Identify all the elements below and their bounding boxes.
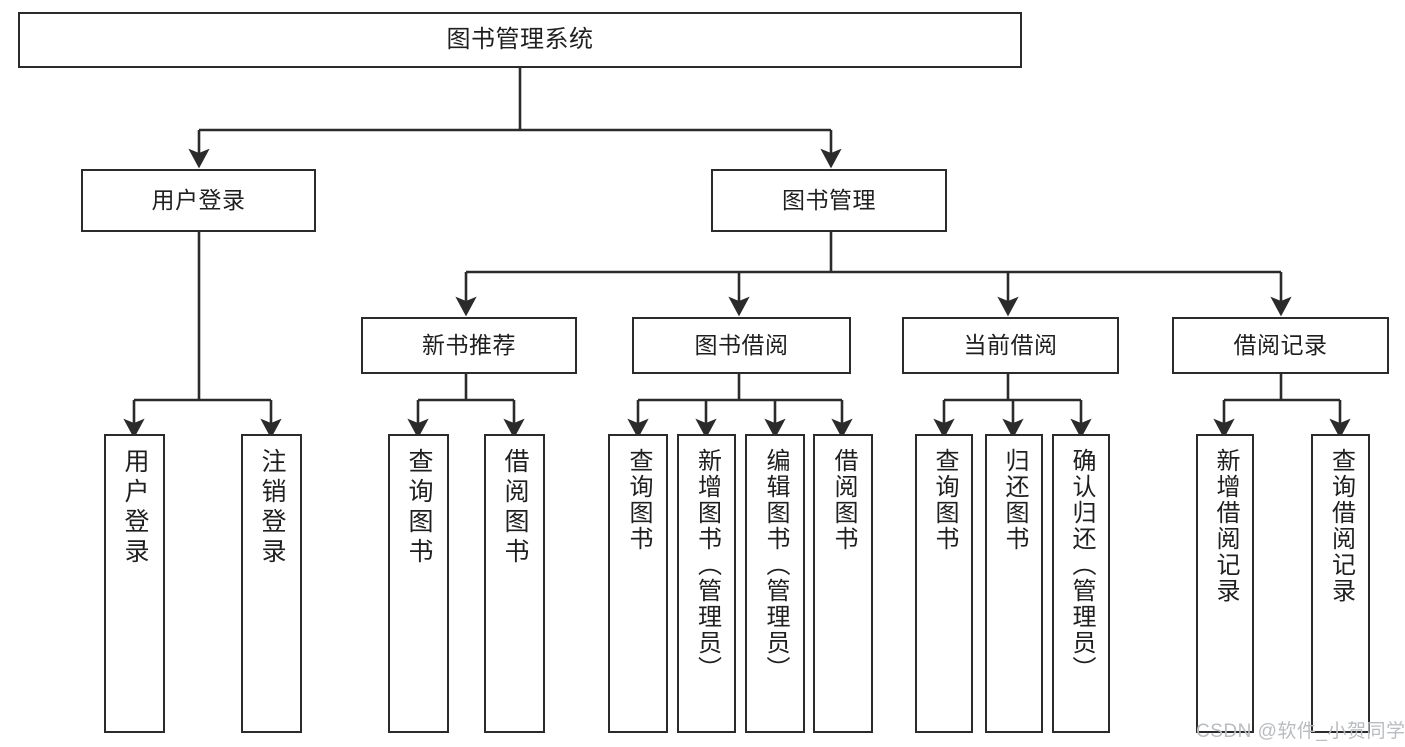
node-label: 归还图书 [1001,448,1028,552]
node-label: 新书推荐 [422,331,516,358]
node-root-book-management-system[interactable]: 图书管理系统 [18,12,1022,68]
node-label: 新增图书（管理员） [693,448,721,682]
csdn-watermark: CSDN @软件_小贺同学 [1196,721,1405,742]
node-label: 新增借阅记录 [1212,448,1239,604]
node-label: 查询图书 [931,448,958,552]
leaf-book-borrow-edit-book-admin[interactable]: 编辑图书（管理员） [745,434,805,733]
leaf-current-borrow-query-book[interactable]: 查询图书 [915,434,973,733]
node-new-book-recommend[interactable]: 新书推荐 [361,317,577,374]
node-label: 查询借阅记录 [1327,448,1355,604]
leaf-book-borrow-borrow-book[interactable]: 借阅图书 [813,434,873,733]
leaf-current-borrow-return-book[interactable]: 归还图书 [985,434,1043,733]
node-user-login[interactable]: 用户登录 [81,169,316,232]
leaf-borrow-record-query-record[interactable]: 查询借阅记录 [1311,434,1370,733]
node-label: 用户登录 [151,186,246,213]
node-label: 借阅图书 [830,448,857,552]
node-label: 借阅记录 [1233,331,1328,358]
leaf-current-borrow-confirm-return-admin[interactable]: 确认归还（管理员） [1052,434,1110,733]
node-label: 确认归还（管理员） [1068,448,1095,682]
node-current-borrow[interactable]: 当前借阅 [902,317,1119,374]
node-book-borrow[interactable]: 图书借阅 [632,317,851,374]
leaf-user-login-logout[interactable]: 注销登录 [241,434,302,733]
leaf-new-book-query-book[interactable]: 查询图书 [388,434,449,733]
leaf-borrow-record-add-record[interactable]: 新增借阅记录 [1196,434,1254,733]
node-label: 用户登录 [121,448,149,568]
leaf-book-borrow-add-book-admin[interactable]: 新增图书（管理员） [677,434,736,733]
node-label: 当前借阅 [963,331,1058,358]
node-book-management[interactable]: 图书管理 [711,169,947,232]
node-label: 借阅图书 [501,448,529,568]
node-label: 图书管理系统 [446,25,594,53]
node-label: 图书管理 [782,186,876,213]
leaf-book-borrow-query-book[interactable]: 查询图书 [608,434,668,733]
node-label: 编辑图书（管理员） [762,448,789,682]
node-label: 查询图书 [405,448,433,568]
node-label: 注销登录 [258,448,286,568]
node-label: 查询图书 [625,448,652,552]
leaf-new-book-borrow-book[interactable]: 借阅图书 [484,434,545,733]
node-label: 图书借阅 [694,331,789,358]
leaf-user-login-login[interactable]: 用户登录 [104,434,165,733]
node-borrow-record[interactable]: 借阅记录 [1172,317,1389,374]
